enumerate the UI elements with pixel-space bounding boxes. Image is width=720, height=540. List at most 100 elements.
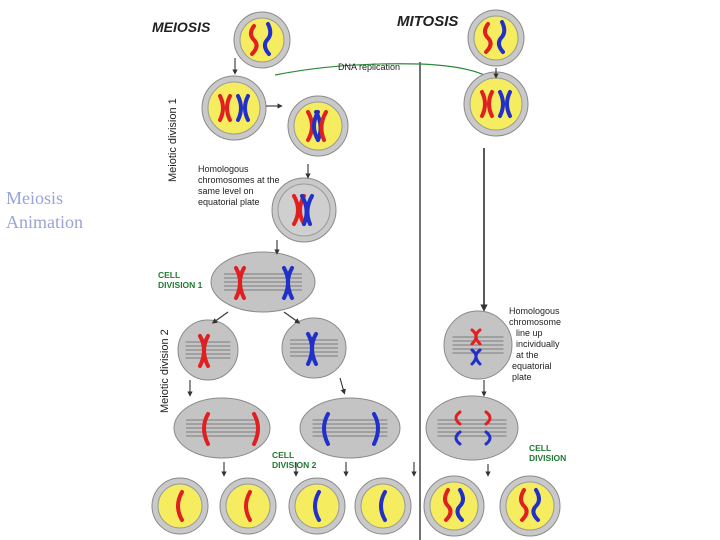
mitosis-parent-cell: [467, 9, 525, 67]
meiosis-anaphase-right-cell: [299, 397, 401, 459]
blue-chromosome: [322, 412, 330, 446]
dna-replication-connector: [274, 63, 491, 79]
meiosis-parent-cell: [233, 11, 291, 69]
daughter-cell-1: [151, 477, 209, 535]
red-chromosome: [519, 488, 529, 522]
meiosis-division-1-cell: [210, 251, 316, 313]
blue-chromosome: [496, 20, 507, 54]
blue-chromosome: [531, 488, 541, 522]
cd1-line: CELL: [158, 270, 180, 280]
daughter-cell-2: [219, 477, 277, 535]
red-chromosome: [176, 490, 184, 522]
nucleus: [277, 183, 331, 237]
mnote-line: line up: [516, 328, 543, 338]
red-chromosome: [249, 24, 259, 56]
red-chromosome: [454, 410, 462, 426]
red-chromosome: [480, 90, 487, 118]
blue-chromosome: [484, 430, 492, 446]
mitosis-daughter-cell-2: [499, 475, 561, 537]
nucleus: [505, 481, 555, 531]
mitosis-heading: MITOSIS: [397, 13, 458, 30]
blue-chromosome: [474, 348, 482, 366]
cell-division-2-label: CELL DIVISION 2: [272, 450, 317, 470]
meiosis-replicated-cell: [201, 75, 267, 141]
mitosis-homologous-note: Homologous chromosome line up incividual…: [509, 306, 561, 382]
blue-chromosome: [262, 22, 273, 56]
blue-chromosome: [243, 94, 250, 122]
meiosis-division-2-left-cell: [177, 319, 239, 381]
blue-chromosome: [286, 266, 294, 300]
arrows-layer: [187, 58, 499, 477]
red-chromosome: [202, 334, 210, 368]
link-line-1: Meiosis: [6, 188, 64, 208]
cell-division-1-label: CELL DIVISION 1: [158, 270, 203, 290]
daughter-cell-3: [288, 477, 346, 535]
blue-chromosome: [310, 332, 318, 366]
cdm-line: DIVISION: [529, 453, 566, 463]
flow-arrow: [283, 311, 301, 324]
meiosis-paired-cell: [287, 95, 349, 157]
cd2-line: CELL: [272, 450, 294, 460]
red-chromosome: [225, 94, 232, 122]
cd2-line: DIVISION 2: [272, 460, 317, 470]
mitosis-anaphase-cell: [425, 395, 519, 461]
meiosis-anaphase-left-cell: [173, 397, 271, 459]
red-chromosome: [484, 410, 492, 426]
blue-chromosome: [498, 90, 505, 118]
blue-chromosome: [313, 490, 321, 522]
red-chromosome: [443, 488, 453, 522]
mnote-line: Homologous: [509, 306, 560, 316]
mitosis-daughter-cell-1: [423, 475, 485, 537]
blue-chromosome: [455, 488, 465, 522]
daughter-cell-4: [354, 477, 412, 535]
blue-chromosome: [454, 430, 462, 446]
nucleus: [469, 77, 523, 131]
flow-arrow: [211, 311, 229, 324]
meiosis-heading: MEIOSIS: [152, 19, 211, 35]
mitosis-metaphase-cell: [443, 310, 513, 380]
note-line: chromosomes at the: [198, 175, 280, 185]
red-chromosome: [238, 266, 246, 300]
meiosis-equatorial-cell: [271, 177, 337, 243]
nucleus: [429, 481, 479, 531]
mnote-line: plate: [512, 372, 532, 382]
red-chromosome: [319, 110, 328, 142]
nucleus: [293, 101, 343, 151]
red-chromosome: [244, 490, 252, 522]
note-line: equatorial plate: [198, 197, 260, 207]
blue-chromosome: [236, 94, 243, 122]
meiotic-division-1-label: Meiotic division 1: [167, 98, 179, 182]
blue-chromosome: [372, 412, 380, 446]
flow-arrow: [339, 377, 346, 395]
nucleus: [207, 81, 261, 135]
mnote-line: incividually: [516, 339, 560, 349]
cd1-line: DIVISION 1: [158, 280, 203, 290]
link-line-2: Animation: [6, 212, 83, 232]
red-chromosome: [474, 328, 482, 346]
meiotic-division-2-label: Meiotic division 2: [159, 329, 171, 413]
red-chromosome: [218, 94, 225, 122]
mnote-line: chromosome: [509, 317, 561, 327]
meiosis-animation-link[interactable]: Meiosis Animation: [6, 186, 83, 234]
meiosis-division-2-right-cell: [281, 317, 347, 379]
nucleus: [239, 17, 285, 63]
dna-replication-label: DNA replication: [338, 62, 400, 72]
blue-chromosome: [379, 490, 387, 522]
red-chromosome: [202, 412, 210, 446]
red-chromosome: [487, 90, 494, 118]
cells-layer: [151, 9, 561, 537]
mnote-line: equatorial: [512, 361, 552, 371]
blue-chromosome: [305, 194, 314, 226]
meiosis-homologous-note: Homologous chromosomes at the same level…: [198, 164, 280, 207]
blue-chromosome: [505, 90, 512, 118]
cdm-line: CELL: [529, 443, 551, 453]
note-line: Homologous: [198, 164, 249, 174]
mnote-line: at the: [516, 350, 539, 360]
note-line: same level on: [198, 186, 254, 196]
red-chromosome: [252, 412, 260, 446]
cell-division-mitosis-label: CELL DIVISION: [529, 443, 566, 463]
mitosis-replicated-cell: [463, 71, 529, 137]
red-chromosome: [483, 22, 493, 54]
nucleus: [473, 15, 519, 61]
